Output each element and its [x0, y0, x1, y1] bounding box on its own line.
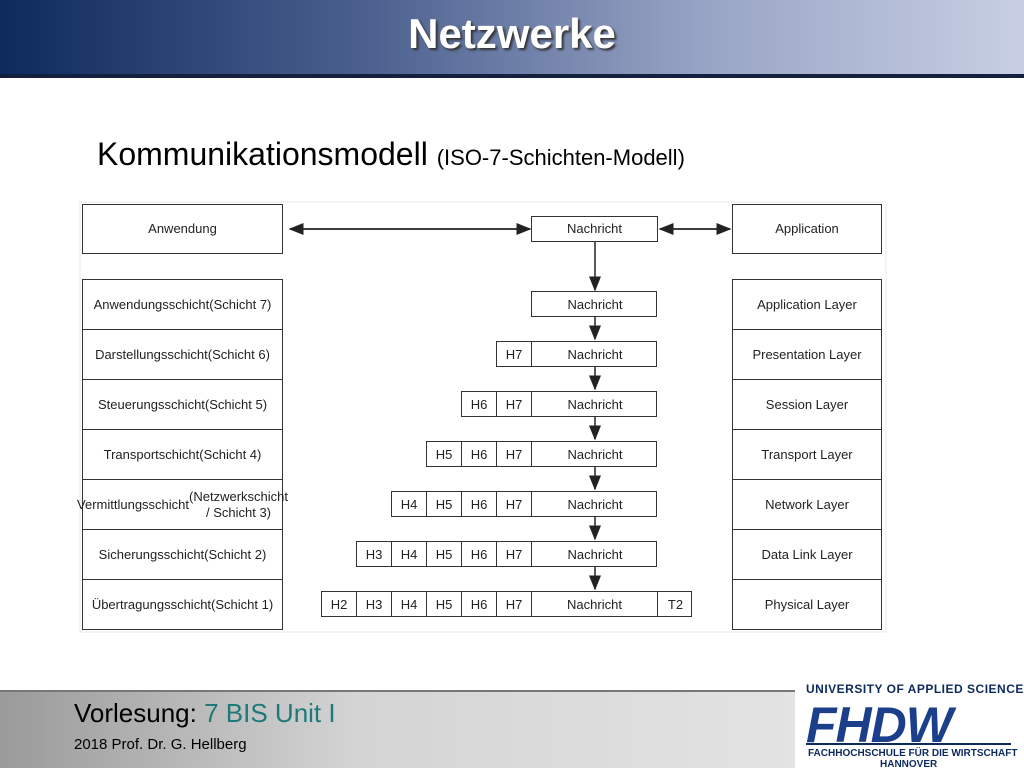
left-layer-text: Anwendungsschicht [93, 296, 210, 312]
title-bar-shadow [0, 74, 1024, 78]
left-layer-cell: Anwendungsschicht(Schicht 7) [83, 280, 282, 330]
fhdw-logo: UNIVERSITY OF APPLIED SCIENCES FHDW FACH… [800, 680, 1024, 770]
left-layer-text: (Schicht 1) [211, 597, 274, 612]
packet-header: H5 [427, 542, 462, 566]
left-layer-cell: Übertragungsschicht(Schicht 1) [83, 580, 282, 630]
slide-heading: Kommunikationsmodell (ISO-7-Schichten-Mo… [97, 136, 685, 173]
packet-header: H7 [497, 392, 532, 416]
packet-payload: Nachricht [567, 446, 623, 462]
right-layer-cell: Session Layer [733, 380, 881, 430]
packet-payload: Nachricht [567, 496, 623, 512]
left-layer-text: Transportschicht [103, 446, 200, 462]
packet-header: H4 [392, 492, 427, 516]
packet-header: H7 [497, 542, 532, 566]
logo-university: UNIVERSITY OF APPLIED SCIENCES [806, 682, 1024, 696]
packet-header: H7 [497, 342, 532, 366]
packet-header: H4 [392, 542, 427, 566]
packet-header: H3 [357, 592, 392, 616]
heading-detail: (ISO-7-Schichten-Modell) [436, 145, 685, 170]
logo-mark: FHDW [806, 697, 953, 753]
left-layer-cell: Transportschicht(Schicht 4) [83, 430, 282, 480]
logo-rule [806, 743, 1011, 745]
author-line: 2018 Prof. Dr. G. Hellberg [74, 736, 247, 753]
left-layer-text: (Netzwerkschicht / Schicht 3) [189, 488, 288, 520]
left-layer-text: Darstellungsschicht [95, 346, 208, 362]
top-right-box: Application [732, 204, 882, 254]
top-left-box: Anwendung [82, 204, 283, 254]
packet-header: H7 [497, 592, 532, 616]
packet-header: H7 [497, 442, 532, 466]
logo-city: HANNOVER [880, 759, 938, 770]
packet-row: Nachricht [531, 291, 657, 317]
lecture-line: Vorlesung: 7 BIS Unit I [74, 698, 336, 729]
packet-header: H6 [462, 492, 497, 516]
top-message-box: Nachricht [531, 216, 658, 242]
left-layer-text: Vermittlungsschicht [77, 496, 190, 512]
packet-header: H5 [427, 442, 462, 466]
packet-header: H6 [462, 392, 497, 416]
left-layer-text: (Schicht 7) [209, 296, 272, 312]
left-layer-cell: Steuerungsschicht(Schicht 5) [83, 380, 282, 430]
packet-header: H2 [322, 592, 357, 616]
packet-header: H3 [357, 542, 392, 566]
packet-payload: Nachricht [567, 296, 623, 312]
left-layer-cell: Sicherungsschicht(Schicht 2) [83, 530, 282, 580]
left-layer-cell: Darstellungsschicht(Schicht 6) [83, 330, 282, 380]
diagram-frame [79, 201, 887, 633]
left-layer-text: (Schicht 4) [199, 446, 262, 462]
packet-header: H6 [462, 542, 497, 566]
packet-payload: Nachricht [532, 592, 658, 616]
left-layer-column: Anwendungsschicht(Schicht 7)Darstellungs… [77, 279, 288, 630]
left-layer-text: Übertragungsschicht [91, 597, 212, 612]
packet-header: H4 [392, 592, 427, 616]
title-bar: Netzwerke [0, 0, 1024, 78]
packet-header: H6 [462, 592, 497, 616]
heading-main: Kommunikationsmodell [97, 136, 428, 172]
lecture-label: Vorlesung: [74, 698, 197, 728]
packet-payload: Nachricht [567, 546, 623, 562]
packet-trailer: T2 [667, 596, 684, 612]
left-layer-text: (Schicht 6) [207, 346, 270, 362]
right-layer-cell: Network Layer [733, 480, 881, 530]
packet-row: H7 Nachricht [496, 341, 657, 367]
packet-payload: Nachricht [567, 396, 623, 412]
slide-title: Netzwerke [408, 10, 616, 57]
right-layer-cell: Presentation Layer [733, 330, 881, 380]
left-layer-cell: Vermittlungsschicht(Netzwerkschicht / Sc… [77, 480, 288, 530]
packet-payload: Nachricht [567, 346, 623, 362]
left-layer-text: Steuerungsschicht [97, 396, 205, 412]
left-layer-text: Sicherungsschicht [98, 546, 205, 562]
logo-school: FACHHOCHSCHULE FÜR DIE WIRTSCHAFT [808, 748, 1018, 759]
left-layer-text: (Schicht 2) [204, 546, 267, 562]
lecture-title: 7 BIS Unit I [204, 698, 336, 728]
right-layer-cell: Application Layer [733, 280, 881, 330]
right-layer-cell: Transport Layer [733, 430, 881, 480]
packet-header: H7 [497, 492, 532, 516]
right-layer-cell: Physical Layer [764, 597, 850, 612]
packet-header: H5 [427, 492, 462, 516]
packet-header: H5 [427, 592, 462, 616]
packet-header: H6 [462, 442, 497, 466]
left-layer-text: (Schicht 5) [204, 396, 268, 412]
right-layer-cell: Data Link Layer [733, 530, 881, 580]
footer-bar: Vorlesung: 7 BIS Unit I 2018 Prof. Dr. G… [0, 690, 795, 768]
